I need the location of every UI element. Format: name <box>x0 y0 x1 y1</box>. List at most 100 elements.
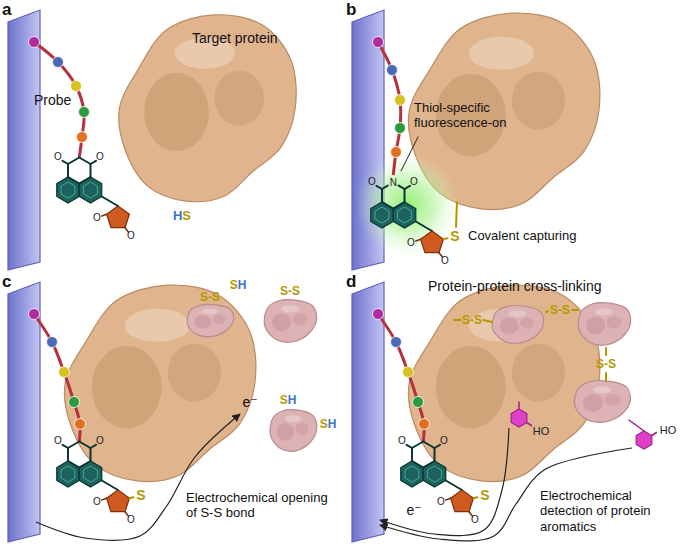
aromatic-ring <box>79 461 102 487</box>
disulfide-label: S-S <box>596 357 616 371</box>
disulfide-bond <box>454 319 461 321</box>
electron-path <box>380 428 509 536</box>
sulfur-atom: S <box>450 228 459 245</box>
protein-shade <box>92 346 162 428</box>
carbonyl-bond <box>91 161 97 164</box>
oxygen-atom: O <box>368 176 376 188</box>
protein-shade <box>586 316 605 334</box>
protein-shade <box>272 313 291 331</box>
carbonyl-bond <box>102 214 107 216</box>
imide-ring <box>411 448 413 461</box>
probe-bead <box>71 81 82 92</box>
linker-bond <box>416 222 432 232</box>
aromatic-ring <box>401 461 424 487</box>
imide-ring <box>68 177 79 184</box>
protein-shade <box>500 318 519 334</box>
protein-shade <box>605 394 621 406</box>
linker-bond <box>102 197 118 207</box>
aromatic-ring-inner <box>375 207 389 223</box>
annotation: Electrochemical opening of S-S bond <box>186 490 336 521</box>
carbonyl-bond <box>63 161 69 164</box>
panel-letter: c <box>2 272 11 292</box>
imide-ring <box>90 164 92 177</box>
carbonyl-bond <box>405 186 411 189</box>
probe-bead <box>419 419 430 430</box>
probe-bead <box>387 65 398 76</box>
crosslinked-protein <box>578 303 630 346</box>
leader-line <box>401 137 418 171</box>
oxygen-atom: O <box>127 514 135 526</box>
maleimide-ring <box>107 206 130 228</box>
panel-letter: d <box>346 272 356 292</box>
nitrogen-atom: N <box>389 177 398 189</box>
panel-art <box>352 10 600 270</box>
annotation: Protein-protein cross-linking <box>428 278 602 295</box>
oxygen-atom: O <box>93 496 101 508</box>
naphthalimide-maleimide <box>57 158 130 232</box>
imide-ring <box>68 461 79 468</box>
linker-bond <box>102 481 118 491</box>
protein-highlight <box>509 311 527 317</box>
carbonyl-bond <box>446 498 451 500</box>
imide-ring <box>434 448 436 461</box>
thiol-group: HS <box>173 208 191 223</box>
phenol-ring <box>511 409 527 427</box>
disulfide-bond <box>546 311 548 312</box>
aromatic-ring-inner <box>84 182 98 198</box>
target-protein <box>64 285 255 481</box>
disulfide-label: S-S <box>280 284 300 298</box>
probe-label: Probe <box>34 92 71 109</box>
disulfide-bond <box>605 373 607 381</box>
imide-ring <box>404 189 406 202</box>
imide-ring <box>381 189 383 202</box>
thiol-group: SH <box>280 393 297 407</box>
linker-bond <box>446 481 462 491</box>
target-protein <box>119 15 296 202</box>
protein-shade <box>296 423 309 435</box>
crosslinked-protein <box>574 381 630 423</box>
reduced-protein <box>270 410 317 452</box>
imide-ring <box>67 448 69 461</box>
probe-bead <box>395 123 406 134</box>
electrode-plane <box>8 282 40 542</box>
probe-bead <box>391 147 402 158</box>
protein-shade <box>436 74 506 156</box>
imide-ring <box>412 461 423 468</box>
protein-shade <box>213 315 226 325</box>
aromatic-ring-inner <box>398 207 412 223</box>
sulfur-atom: S <box>480 487 489 504</box>
panel-art <box>8 10 296 270</box>
aromatic-ring <box>371 202 394 228</box>
protein-shade <box>215 71 264 126</box>
protein-shade <box>144 73 209 151</box>
protein-highlight <box>592 386 611 393</box>
target-protein <box>408 285 599 481</box>
imide-ring <box>382 202 393 209</box>
oxygen-atom: O <box>54 435 62 447</box>
oxygen-atom: O <box>93 212 101 224</box>
imide-ring <box>398 185 404 189</box>
probe-bead <box>29 309 40 320</box>
protein-shade <box>512 344 565 402</box>
panel-letter: a <box>2 0 11 20</box>
carbonyl-bond <box>416 239 421 241</box>
protein-highlight <box>469 37 535 70</box>
oxygen-atom: O <box>471 514 479 526</box>
protein-shade <box>277 423 294 441</box>
phenol-bond <box>527 423 532 426</box>
probe-bead <box>391 337 402 348</box>
thiol-group: SH <box>320 417 337 431</box>
aromatic-ring <box>423 461 446 487</box>
fluorescence-glow <box>356 153 460 257</box>
probe-bead <box>373 37 384 48</box>
naphthalimide-maleimide <box>371 185 448 256</box>
disulfide-bond <box>605 348 607 355</box>
protein-shade <box>194 315 211 329</box>
naphthalimide-maleimide <box>57 442 134 516</box>
imide-ring <box>79 158 90 165</box>
oxygen-atom: O <box>127 230 135 242</box>
aromatic-ring <box>79 177 102 203</box>
